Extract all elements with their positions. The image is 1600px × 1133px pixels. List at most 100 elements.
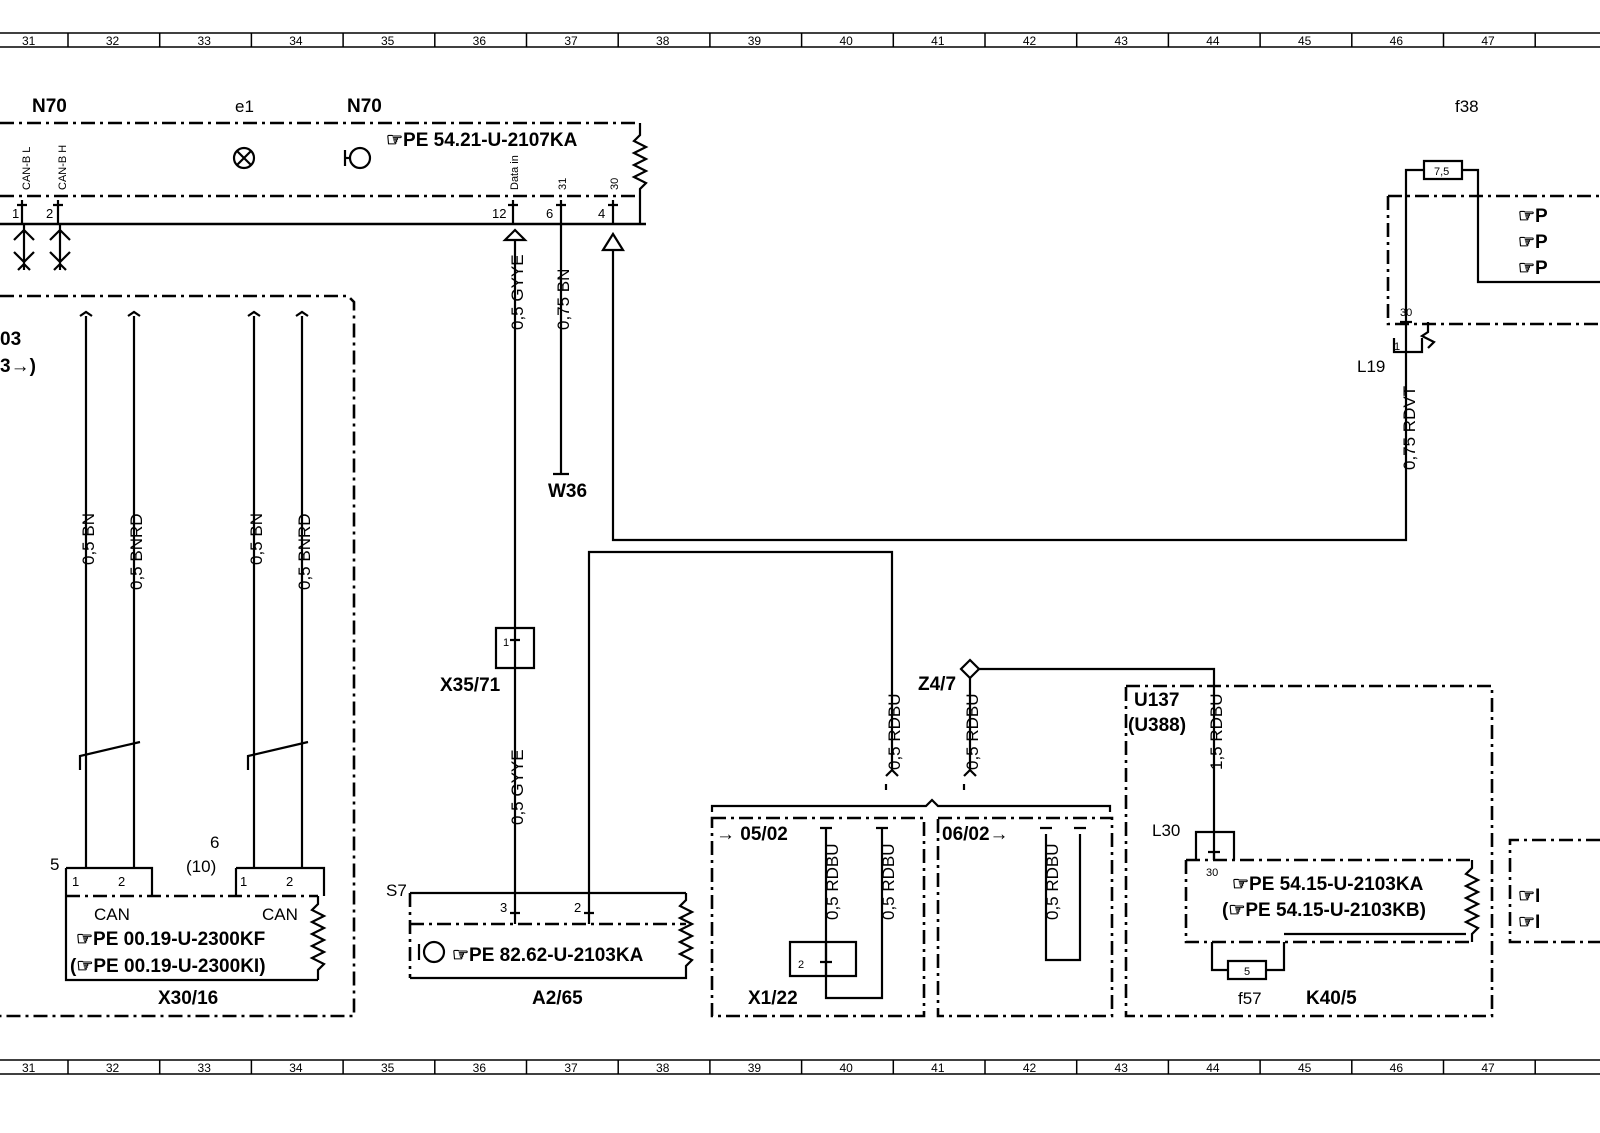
- ruler-top-column-39: 39: [748, 34, 762, 48]
- hand-pointer-icon: ☞: [386, 130, 403, 151]
- can-label-b: CAN: [262, 905, 298, 924]
- wire-label-bnrd-2: 0,5 BNRD: [295, 513, 314, 590]
- ruler-bottom-column-44: 44: [1206, 1061, 1220, 1075]
- ruler-bottom-column-36: 36: [473, 1061, 487, 1075]
- n70-reference: ☞PE 54.21-U-2107KA: [386, 130, 578, 151]
- ruler-top-column-38: 38: [656, 34, 670, 48]
- ruler-bottom-column-45: 45: [1298, 1061, 1312, 1075]
- x35-71-label: X35/71: [440, 675, 501, 696]
- hand-pointer-icon: ☞: [1518, 206, 1535, 227]
- hand-pointer-icon: ☞: [1518, 912, 1535, 933]
- a2-65-reference: ☞PE 82.62-U-2103KA: [452, 945, 644, 966]
- pin-num-1: 1: [12, 206, 19, 221]
- x30-16-reference-1: ☞PE 00.19-U-2300KF: [76, 929, 265, 950]
- n70-module: N70 e1 N70 ☞PE 54.21-U-2107KA CAN-B L CA…: [0, 96, 649, 226]
- ruler-bottom-column-35: 35: [381, 1061, 395, 1075]
- pin-data-in: Data in: [509, 155, 521, 190]
- x30-16-group: 03 3→) 0,5 BN 0,5 BNRD 0,5 BN 0,5 BNRD 5…: [0, 294, 356, 1018]
- ruler-top-column-47: 47: [1481, 34, 1495, 48]
- wire-label-rdbu-1: 0,5 RDBU: [885, 693, 904, 770]
- ruler-top-column-36: 36: [473, 34, 487, 48]
- connector-num-10: (10): [186, 857, 216, 876]
- left-partial-label-1: 03: [0, 329, 21, 350]
- pin-num-12: 12: [492, 206, 506, 221]
- wire-label-bn-2: 0,5 BN: [247, 513, 266, 565]
- ruler-bottom-column-37: 37: [564, 1061, 578, 1075]
- wire-label-gyye-top: 0,5 GYYE: [508, 254, 527, 330]
- l19-pin-30: 30: [1400, 307, 1412, 319]
- k40-5-label: K40/5: [1306, 988, 1357, 1009]
- ruler-top-column-41: 41: [931, 34, 945, 48]
- l19-pin-1: 1: [1394, 341, 1400, 353]
- ruler-top-column-46: 46: [1390, 34, 1404, 48]
- hand-pointer-icon: ☞: [1228, 900, 1245, 921]
- e1-label: e1: [235, 97, 254, 116]
- n70-right-label: N70: [347, 96, 382, 117]
- u137-label: U137: [1134, 690, 1179, 711]
- ruler-top-column-37: 37: [564, 34, 578, 48]
- ruler-bottom-column-39: 39: [748, 1061, 762, 1075]
- ref-05-02: → 05/02: [716, 824, 788, 845]
- x30-16-label: X30/16: [158, 988, 218, 1009]
- wire-label-rdvt: 0,75 RDVT: [1400, 386, 1419, 470]
- pin-30: 30: [609, 178, 621, 190]
- wire-label-gyye-bottom: 0,5 GYYE: [508, 749, 527, 825]
- n70-left-label: N70: [32, 96, 67, 117]
- a2-pin-3: 3: [500, 900, 507, 915]
- a2-pin-2: 2: [574, 900, 581, 915]
- left-partial-label-2: 3→): [0, 356, 36, 377]
- hand-pointer-icon: ☞: [1518, 258, 1535, 279]
- right-ref-1: ☞P: [1518, 206, 1548, 227]
- ruler-bottom-column-47: 47: [1481, 1061, 1495, 1075]
- sensor-icon: [417, 940, 446, 964]
- wire-label-rdbu-15: 1,5 RDBU: [1207, 693, 1226, 770]
- ruler-top-column-35: 35: [381, 34, 395, 48]
- ruler-bottom-column-41: 41: [931, 1061, 945, 1075]
- wire-label-rdbu-2: 0,5 RDBU: [963, 693, 982, 770]
- l19-label: L19: [1357, 357, 1385, 376]
- ruler-bottom-column-34: 34: [289, 1061, 303, 1075]
- pin-2-a: 2: [118, 874, 125, 889]
- pin-can-b-h: CAN-B H: [57, 145, 69, 190]
- wire-label-bnrd-1: 0,5 BNRD: [127, 513, 146, 590]
- ruler-bottom-column-31: 31: [22, 1061, 36, 1075]
- pin-31: 31: [557, 178, 569, 190]
- l30-label: L30: [1152, 821, 1180, 840]
- ruler-bottom-column-43: 43: [1115, 1061, 1129, 1075]
- s7-label: S7: [386, 881, 407, 900]
- f38-value: 7,5: [1434, 166, 1449, 178]
- k40-5-group: U137 (U388) 1,5 RDBU L30 30 ☞PE 54.15-U-…: [1124, 684, 1494, 1018]
- lamp-icon: [232, 146, 256, 170]
- hand-pointer-icon: ☞: [1518, 886, 1535, 907]
- can-label-a: CAN: [94, 905, 130, 924]
- ruler-top-column-34: 34: [289, 34, 303, 48]
- ref-06-02: 06/02→: [942, 824, 1009, 845]
- f57-label: f57: [1238, 989, 1262, 1008]
- pin-num-4: 4: [598, 206, 605, 221]
- k40-5-reference-2: (☞PE 54.15-U-2103KB): [1222, 900, 1426, 921]
- pin-1-b: 1: [240, 874, 247, 889]
- u388-label: (U388): [1128, 715, 1186, 736]
- x35-pin-1: 1: [503, 637, 509, 649]
- pin-2-b: 2: [286, 874, 293, 889]
- right-partial-ref-2: ☞I: [1518, 912, 1540, 933]
- right-ref-3: ☞P: [1518, 258, 1548, 279]
- hand-pointer-icon: ☞: [1518, 232, 1535, 253]
- ruler-bottom-column-40: 40: [839, 1061, 853, 1075]
- w36-label: W36: [548, 481, 587, 502]
- x1-22-label: X1/22: [748, 988, 798, 1009]
- f57-value: 5: [1244, 966, 1250, 978]
- pin-can-b-l: CAN-B L: [21, 147, 33, 190]
- sensor-icon: [343, 146, 372, 170]
- can-splice-arrows: [13, 224, 71, 271]
- ruler-top-column-43: 43: [1115, 34, 1129, 48]
- pin-num-6: 6: [546, 206, 553, 221]
- wire-label-rdbu-3: 0,5 RDBU: [823, 843, 842, 920]
- connector-num-6: 6: [210, 833, 219, 852]
- hand-pointer-icon: ☞: [1232, 874, 1249, 895]
- wire-label-bn-1: 0,5 BN: [79, 513, 98, 565]
- x30-16-reference-2: (☞PE 00.19-U-2300KI): [70, 956, 266, 977]
